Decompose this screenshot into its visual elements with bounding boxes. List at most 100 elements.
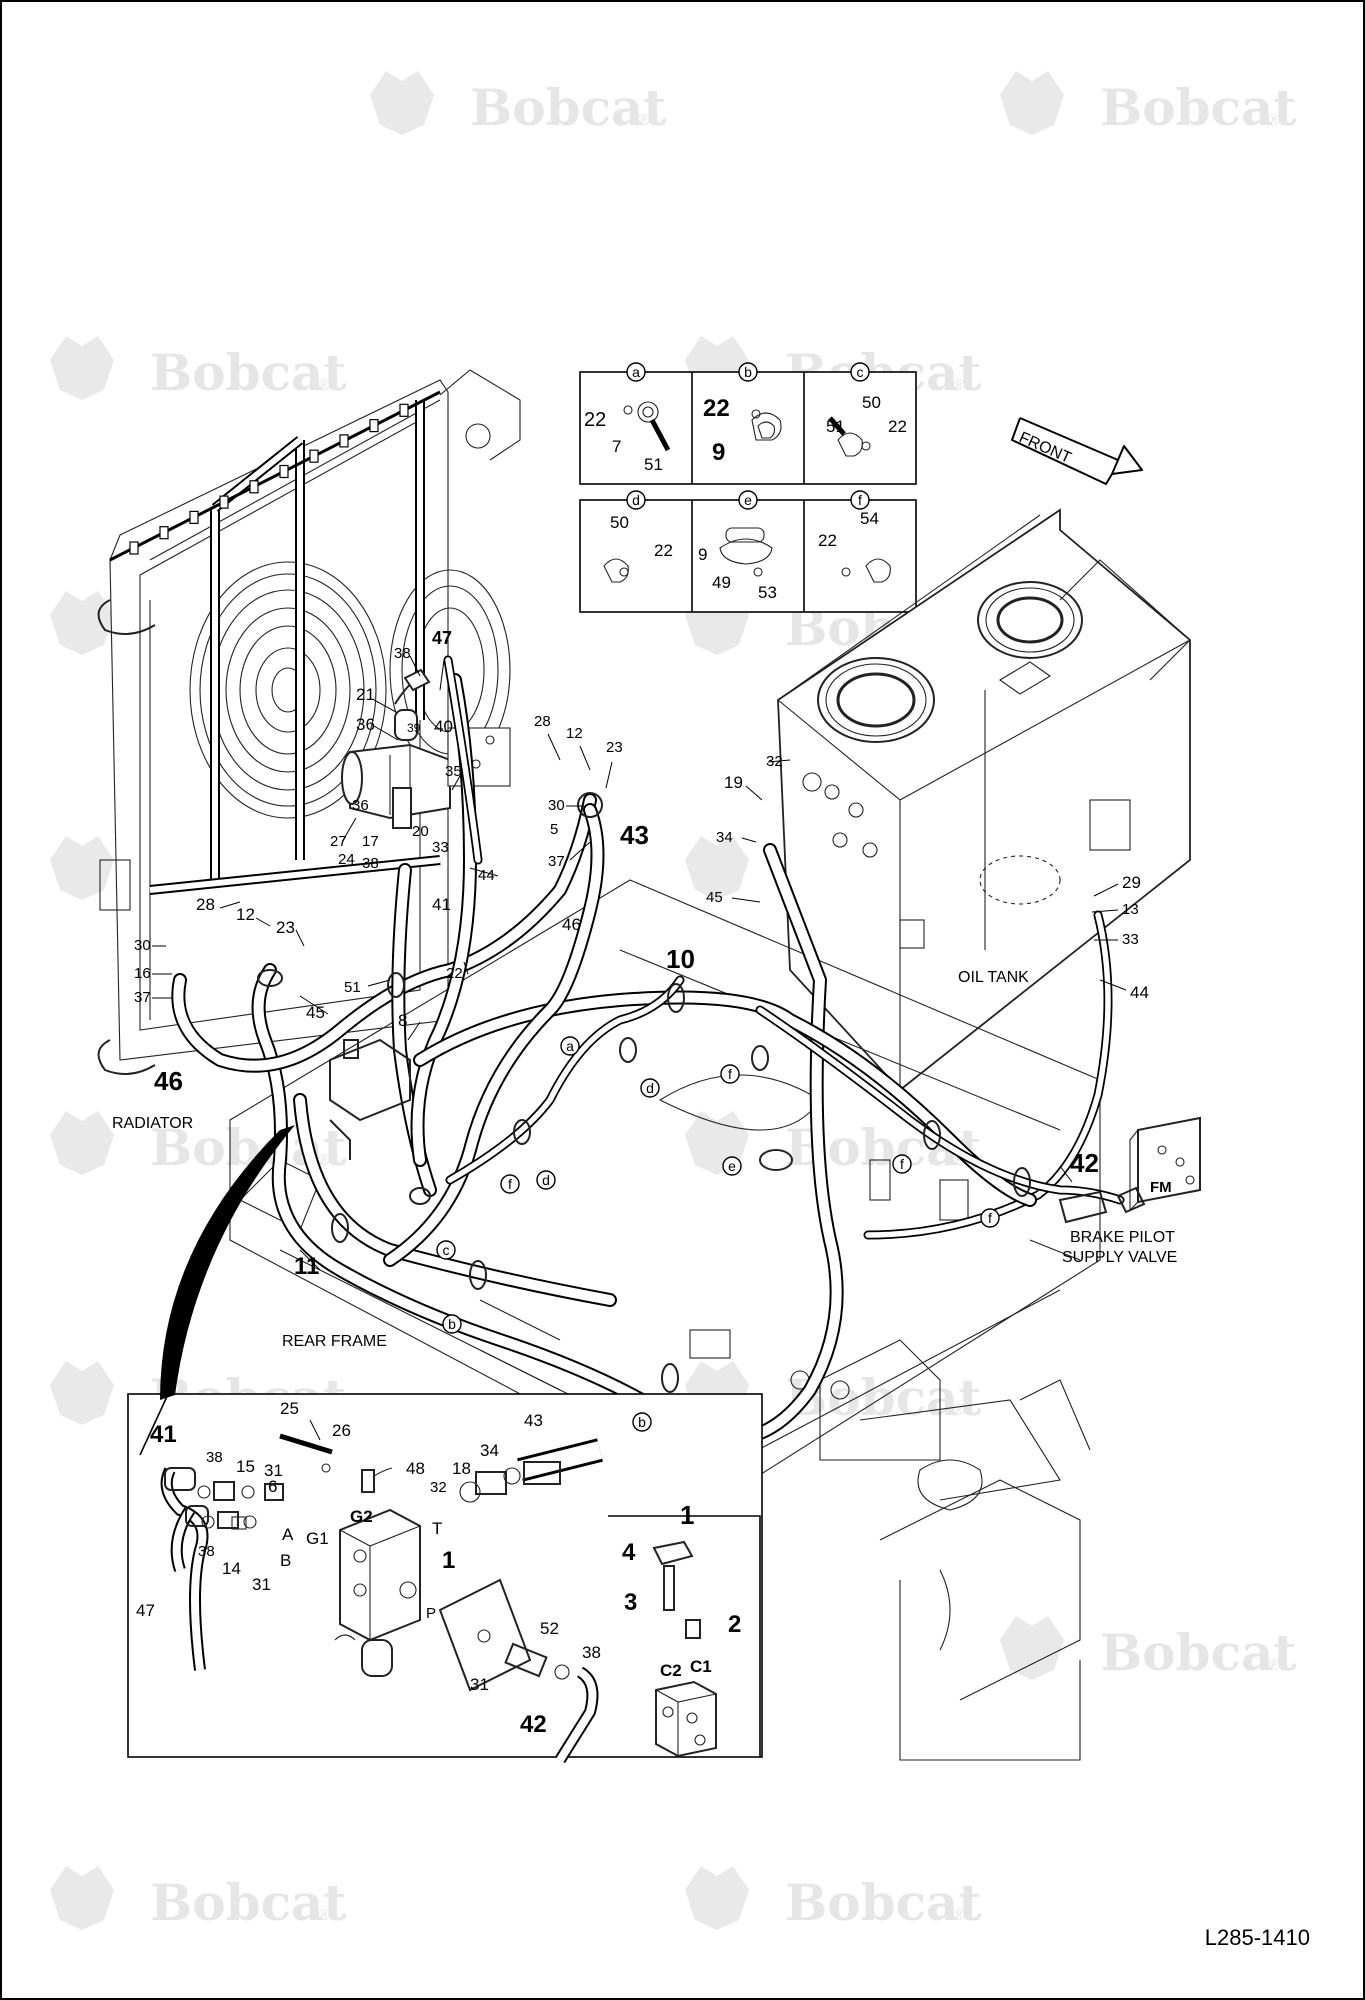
- clamp-ref-letter: a: [566, 1038, 574, 1054]
- inset-part-callout: 14: [222, 1559, 241, 1578]
- watermark-reg-mark: ®: [318, 1152, 330, 1169]
- rail-bolt: [219, 495, 229, 509]
- clamp-part-number: 50: [862, 393, 881, 412]
- inset-part-callout: 42: [520, 1711, 547, 1738]
- part-callout: 8: [398, 1011, 407, 1030]
- leader-line: [451, 775, 461, 791]
- watermark-reg-mark: ®: [638, 112, 650, 129]
- clamp-part-number: 22: [818, 531, 837, 550]
- part-callout: 51: [344, 979, 361, 996]
- watermark-logo: Bobcat®: [50, 336, 347, 402]
- watermark-brand: Bobcat: [150, 343, 347, 402]
- leader-line: [295, 929, 305, 947]
- clamp-ref-letter: f: [900, 1156, 904, 1172]
- inset-part-callout: 48: [406, 1459, 425, 1478]
- part-callout: 38: [394, 645, 411, 662]
- part-callout: 22: [446, 965, 463, 982]
- part-callout: 30: [548, 797, 565, 814]
- leader-line: [745, 785, 763, 801]
- part-callout: 21: [356, 685, 375, 704]
- part-callout: 29: [1122, 873, 1141, 892]
- part-callout: 5: [550, 821, 558, 838]
- inset-part-callout: 25: [280, 1399, 299, 1418]
- part-callout: 27: [330, 833, 347, 850]
- inset-pointer: [160, 1125, 295, 1400]
- valve-block: [329, 1038, 411, 1160]
- clamp-part-number: 53: [758, 583, 777, 602]
- rail-bolt: [399, 403, 409, 417]
- inset-part-callout: 31: [264, 1461, 283, 1480]
- rail-bolt: [249, 480, 259, 494]
- rail-bolt: [129, 541, 139, 555]
- clamp-detail-bubble: [738, 490, 758, 510]
- leader-line: [579, 745, 591, 771]
- watermark-reg-mark: ®: [318, 1907, 330, 1924]
- leader-line: [463, 961, 469, 975]
- clamp-ref-letter: f: [508, 1176, 512, 1192]
- part-callout: 33: [432, 839, 449, 856]
- rail-bolt: [339, 434, 349, 448]
- inset-part-callout: B: [280, 1551, 291, 1570]
- clamp-ref-letter: c: [443, 1242, 450, 1258]
- leader-line: [299, 995, 329, 1015]
- watermark-reg-mark: ®: [953, 1907, 965, 1924]
- clamp-part-number: 49: [712, 573, 731, 592]
- inset-part-callout: 52: [540, 1619, 559, 1638]
- part-callout: 46: [562, 915, 581, 934]
- part-callout: 17: [362, 833, 379, 850]
- watermark-reg-mark: ®: [318, 377, 330, 394]
- inset-part-callout: 41: [150, 1421, 177, 1448]
- clamp-part-number: 51: [826, 417, 845, 436]
- leader-line: [219, 901, 241, 909]
- radiator-label: RADIATOR: [112, 1115, 193, 1132]
- clamp-detail-letter-e: e: [744, 492, 752, 508]
- part-callout: 23: [606, 739, 623, 756]
- part-callout: 44: [478, 867, 495, 884]
- part-callout: 11: [294, 1253, 319, 1280]
- watermark-brand: Bobcat: [470, 78, 667, 137]
- clamp-ref-bubble: [722, 1156, 742, 1176]
- leader-line: [439, 659, 445, 691]
- leader-line: [309, 1419, 321, 1441]
- leader-line: [469, 867, 499, 877]
- clamp-part-number: 9: [712, 439, 725, 466]
- clamp-part-number: 9: [698, 545, 707, 564]
- part-callout: 46: [154, 1066, 183, 1096]
- clamp-ref-bubble: [892, 1154, 912, 1174]
- inset-part-callout: 38: [206, 1449, 223, 1466]
- inset-part-callout: 31: [470, 1675, 489, 1694]
- clamp-detail-bubble: [850, 490, 870, 510]
- inset-part-callout: 18: [452, 1459, 471, 1478]
- leader-line: [767, 759, 791, 763]
- clamp-ref-letter: f: [988, 1210, 992, 1226]
- part-callout: 28: [196, 895, 215, 914]
- inset-part-callout: 34: [480, 1441, 499, 1460]
- part-callout: 47: [432, 628, 452, 648]
- clamp-ref-bubble: [442, 1314, 462, 1334]
- watermark-logo: Bobcat®: [1000, 1616, 1297, 1682]
- clamp-detail-bubble: [626, 490, 646, 510]
- part-callout: 33: [1122, 931, 1139, 948]
- leader-line: [731, 897, 761, 903]
- brake-pilot-valve-label-line2: SUPPLY VALVE: [1062, 1249, 1177, 1266]
- leader-line: [1093, 883, 1119, 897]
- inset-valve-callout: C2: [660, 1661, 682, 1680]
- part-callout: 24: [338, 851, 355, 868]
- clamp-ref-bubble: [632, 1412, 652, 1432]
- inset-part-callout: G2: [350, 1507, 373, 1526]
- part-callout: 12: [566, 725, 583, 742]
- watermark-brand: Bobcat: [150, 1873, 347, 1932]
- part-callout: 36: [352, 797, 369, 814]
- drawing-number: L285-1410: [1205, 1925, 1310, 1950]
- inset-part-callout: 31: [252, 1575, 271, 1594]
- inset-part-callout: 38: [582, 1643, 601, 1662]
- rail-bolt: [309, 449, 319, 463]
- inset-part-callout: A: [282, 1525, 294, 1544]
- watermark-logo: Bobcat®: [685, 1866, 982, 1932]
- leader-line: [1099, 979, 1127, 991]
- inset-valve-callout: C1: [690, 1657, 712, 1676]
